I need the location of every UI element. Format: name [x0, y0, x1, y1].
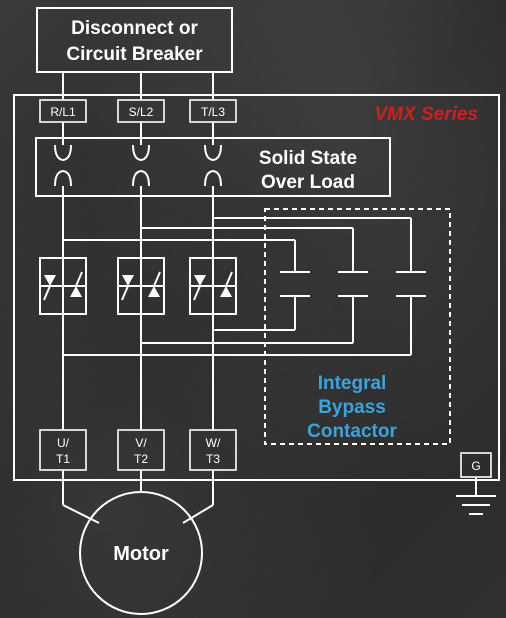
bypass-top-taps	[63, 217, 412, 272]
output-terminal-3: W/ T3	[189, 429, 237, 471]
output-terminal-1: U/ T1	[39, 429, 87, 471]
output-terminal-bottom: T3	[206, 452, 220, 466]
terminal-to-overload-lines	[62, 122, 214, 138]
output-terminal-top: W/	[206, 436, 221, 450]
motor-label: Motor	[113, 543, 169, 565]
bypass-contact-1	[280, 271, 310, 297]
output-terminal-top: V/	[135, 436, 147, 450]
vmx-series-frame	[13, 94, 500, 481]
bypass-bottom-taps	[63, 296, 412, 356]
overload-coil-3	[204, 138, 222, 196]
motor-circle	[79, 491, 203, 615]
overload-label-line1: Solid State	[259, 148, 357, 169]
bypass-contact-3	[396, 271, 426, 297]
bypass-contactor-box	[264, 208, 451, 445]
output-terminal-bottom: T2	[134, 452, 148, 466]
ground-terminal: G	[460, 452, 492, 478]
ground-symbol-icon	[456, 477, 496, 515]
overload-label-line2: Over Load	[261, 172, 355, 193]
motor-leads	[62, 470, 214, 524]
output-terminal-bottom: T1	[56, 452, 70, 466]
input-terminal-label: T/L3	[201, 105, 225, 119]
bypass-label-line3: Contactor	[307, 421, 397, 442]
input-terminal-3: T/L3	[189, 99, 237, 123]
bypass-contact-2	[338, 271, 368, 297]
scr-pair-1	[39, 257, 87, 315]
scr-pair-2	[117, 257, 165, 315]
output-terminal-top: U/	[57, 436, 70, 450]
bypass-label-line1: Integral	[318, 373, 387, 394]
breaker-label-line2: Circuit Breaker	[66, 44, 203, 65]
breaker-box	[36, 7, 233, 73]
scr-pair-3	[189, 257, 237, 315]
input-terminal-label: R/L1	[50, 105, 76, 119]
overload-coil-1	[54, 138, 72, 196]
overload-coil-2	[132, 138, 150, 196]
input-terminal-1: R/L1	[39, 99, 87, 123]
breaker-label-line1: Disconnect or	[71, 18, 198, 39]
ground-terminal-label: G	[471, 459, 480, 473]
series-label: VMX Series	[375, 104, 479, 125]
output-terminal-2: V/ T2	[117, 429, 165, 471]
input-terminal-label: S/L2	[129, 105, 154, 119]
input-terminal-2: S/L2	[117, 99, 165, 123]
bypass-label-line2: Bypass	[318, 397, 386, 418]
